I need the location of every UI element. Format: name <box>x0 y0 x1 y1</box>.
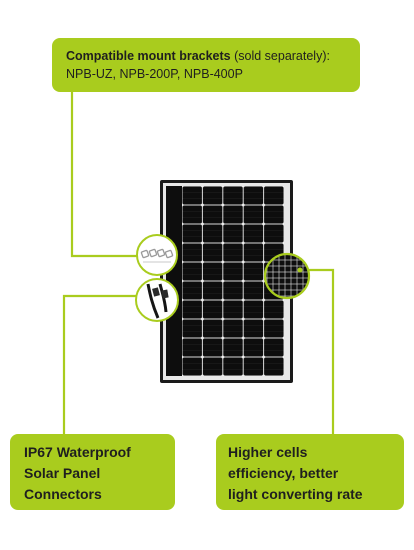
callout-connectors: IP67 Waterproof Solar Panel Connectors <box>10 434 175 510</box>
solar-cell-closeup-icon <box>263 252 311 300</box>
callout-connectors-line: Connectors <box>24 486 102 502</box>
connector-lines <box>62 92 335 434</box>
callout-cells-line: Higher cells <box>228 444 308 460</box>
callout-connectors-line: Solar Panel <box>24 465 101 481</box>
connector-cable-icon <box>135 278 179 322</box>
callout-mount-brackets-text: (sold separately): NPB-UZ, NPB-200P, NPB… <box>66 49 330 81</box>
mount-brackets-icon <box>136 234 178 276</box>
callout-cells-line: light converting rate <box>228 486 363 502</box>
callout-mount-brackets-title: Compatible mount brackets <box>66 49 231 63</box>
callout-connectors-line: IP67 Waterproof <box>24 444 131 460</box>
callout-mount-brackets: Compatible mount brackets (sold separate… <box>52 38 360 92</box>
callout-cells-line: efficiency, better <box>228 465 339 481</box>
callout-cells-efficiency: Higher cells efficiency, better light co… <box>216 434 404 510</box>
